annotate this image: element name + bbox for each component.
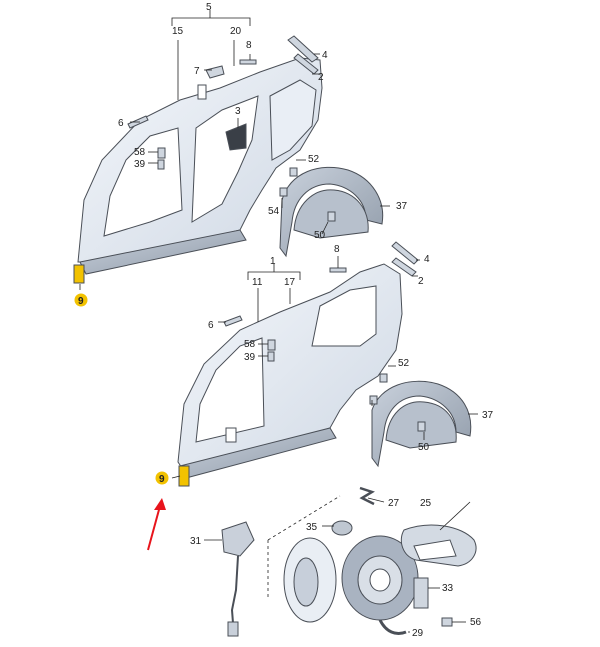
callout-37-upper: 37 [396,201,408,212]
callout-2-lower: 2 [418,276,424,287]
callout-39-lower: 39 [244,352,256,363]
part-9-highlight-lower [155,471,169,485]
callout-39-upper: 39 [134,159,146,170]
sill-section-mark [225,427,237,443]
fuel-door-assembly [283,486,477,635]
callout-25: 25 [420,498,432,509]
callout-50-upper: 50 [314,230,326,241]
callout-6-upper: 6 [118,118,124,129]
callout-52-lower: 52 [398,358,410,369]
callout-54: 54 [268,206,280,217]
leader-lines [79,10,478,633]
callout-52-upper: 52 [308,154,320,165]
callout-1: 1 [270,256,276,267]
callout-56: 56 [470,617,482,628]
callout-20: 20 [230,26,242,37]
callout-15: 15 [172,26,184,37]
callout-5: 5 [206,2,212,13]
callout-50-lower: 50 [418,442,430,453]
callout-27: 27 [388,498,400,509]
callout-31: 31 [190,536,202,547]
callout-labels: 5 15 20 8 7 4 2 6 3 58 39 52 37 54 50 9 … [78,2,494,639]
callout-9-upper: 9 [78,296,84,307]
callout-33: 33 [442,583,454,594]
callout-4-upper: 4 [322,50,328,61]
callout-8-lower: 8 [334,244,340,255]
callout-8-upper: 8 [246,40,252,51]
pillar-section-mark [197,84,207,100]
red-pointer-arrow [147,498,166,551]
callout-58-lower: 58 [244,339,256,350]
callout-37-lower: 37 [482,410,494,421]
callout-7: 7 [194,66,200,77]
callout-35: 35 [306,522,318,533]
callout-11: 11 [252,277,263,288]
lower-small-parts [178,241,426,487]
callout-6-lower: 6 [208,320,214,331]
callout-3: 3 [235,106,241,117]
callout-29: 29 [412,628,424,639]
callout-9-lower: 9 [159,474,165,485]
callout-2-upper: 2 [318,72,324,83]
upper-small-parts [73,35,336,284]
callout-17: 17 [284,277,296,288]
callout-58-upper: 58 [134,147,146,158]
part-9-highlight-upper [74,293,88,307]
callout-4-lower: 4 [424,254,430,265]
filler-flap-actuator [221,521,255,637]
